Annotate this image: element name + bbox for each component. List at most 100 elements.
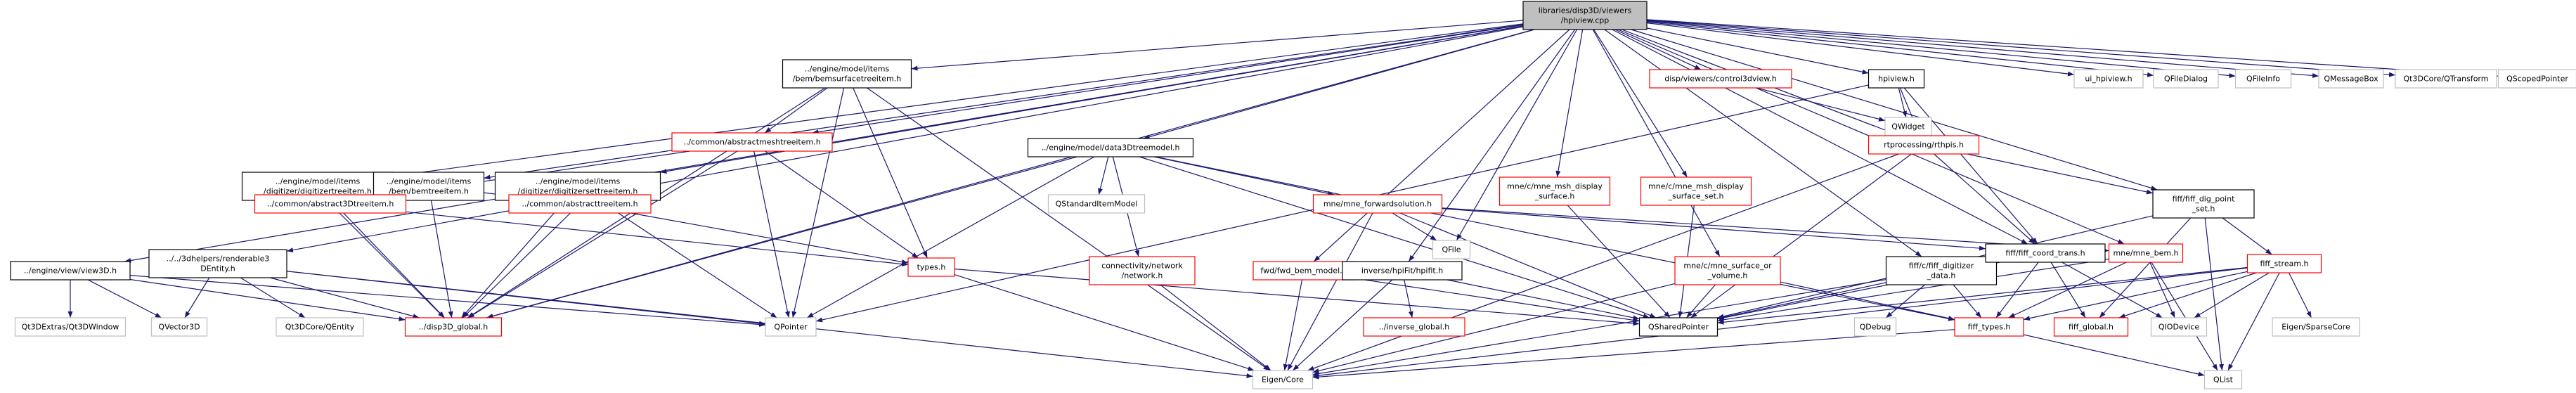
- edge-bemsurfacetreeitem-to-abstractmeshtreeitem: [764, 87, 828, 134]
- node-abstracttreeitem[interactable]: ../common/abstracttreeitem.h: [508, 194, 652, 214]
- node-inverse_global[interactable]: ../inverse_global.h: [1363, 317, 1465, 337]
- node-fiff_coord_trans[interactable]: fiff/fiff_coord_trans.h: [1985, 243, 2106, 263]
- node-bemtreeitem[interactable]: ../engine/model/items/bem/bemtreeitem.h: [373, 172, 485, 201]
- node-label-line: ../engine/model/items: [387, 177, 472, 186]
- node-QFileInfo: QFileInfo: [2234, 69, 2292, 89]
- node-QSharedPointer[interactable]: QSharedPointer: [1638, 317, 1719, 337]
- node-label-line: ui_hpiview.h: [2085, 75, 2132, 84]
- node-label-line: types.h: [917, 263, 946, 272]
- node-label-line: fiff_types.h: [1968, 323, 2011, 332]
- node-fiff_digitizer_data[interactable]: fiff/c/fiff_digitizer_data.h: [1885, 256, 1998, 285]
- node-control3dview[interactable]: disp/viewers/control3dview.h: [1649, 69, 1792, 89]
- edge-fiff_stream-to-QIODevice: [2194, 272, 2270, 318]
- node-mne_bem[interactable]: mne/mne_bem.h: [2108, 243, 2184, 263]
- edge-fiff_types-to-Eigen_Core: [1312, 329, 1955, 380]
- node-label-line: /hpiview.cpp: [1561, 16, 1610, 25]
- node-mne_msh_display_surface_set[interactable]: mne/c/mne_msh_display_surface_set.h: [1640, 176, 1752, 206]
- node-box: [907, 257, 955, 277]
- node-mne_forwardsolution[interactable]: mne/mne_forwardsolution.h: [1312, 194, 1443, 214]
- edge-types_h-to-QSharedPointer: [954, 269, 1640, 326]
- edge-abstract3Dtreeitem-to-types_h: [406, 211, 909, 267]
- node-box: [2497, 69, 2576, 89]
- node-bemsurfacetreeitem[interactable]: ../engine/model/items/bem/bemsurfacetree…: [782, 59, 912, 89]
- node-box: [1047, 194, 1146, 214]
- node-connectivity_network[interactable]: connectivity/network/network.h: [1089, 256, 1196, 285]
- node-box: [1312, 194, 1443, 214]
- node-box: [1432, 240, 1471, 259]
- edge-inverse_hpifit-to-QSharedPointer: [1446, 279, 1640, 321]
- node-box: [2073, 69, 2144, 89]
- edge-fiff_dig_point_set-to-fiff_global: [2099, 217, 2192, 318]
- node-label-line: mne/c/mne_msh_display: [1507, 182, 1603, 191]
- edge-connectivity_network-to-Eigen_Core: [1160, 284, 1271, 371]
- node-label-line: ../../3dhelpers/renderable3: [167, 255, 270, 264]
- edge-abstract3Dtreeitem-to-disp3D_global: [339, 212, 445, 318]
- edge-abstracttreeitem-to-types_h: [630, 212, 909, 264]
- node-label-line: _set.h: [2192, 205, 2215, 214]
- node-fiff_global[interactable]: fiff_global.h: [2053, 317, 2129, 337]
- node-label-line: Qt3DCore/QEntity: [285, 323, 355, 332]
- node-data3Dtreemodel[interactable]: ../engine/model/data3Dtreemodel.h: [1027, 138, 1194, 157]
- node-box: [1853, 317, 1897, 337]
- edge-fiff_coord_trans-to-QIODevice: [2062, 262, 2163, 318]
- node-Eigen_Core: Eigen/Core: [1252, 370, 1314, 389]
- edge-mne_forwardsolution-to-Eigen_Core: [1287, 212, 1373, 371]
- node-inverse_hpifit[interactable]: inverse/hpiFit/hpifit.h: [1342, 261, 1463, 281]
- node-box: [1649, 69, 1792, 89]
- node-fiff_dig_point_set[interactable]: fiff/fiff_dig_point_set.h: [2152, 189, 2255, 219]
- node-mne_msh_display_surface[interactable]: mne/c/mne_msh_display_surface.h: [1499, 176, 1611, 206]
- node-box: [765, 317, 817, 337]
- node-box: [2108, 243, 2184, 263]
- node-label-line: _surface.h: [1534, 192, 1575, 201]
- node-box: [1522, 1, 1648, 30]
- node-QMessageBox: QMessageBox: [2318, 69, 2384, 89]
- node-label-line: QList: [2213, 375, 2234, 385]
- node-box: [2246, 254, 2322, 273]
- edge-data3Dtreemodel-to-mne_forwardsolution: [1153, 156, 1335, 196]
- edge-bemsurfacetreeitem-to-Eigen_Core: [867, 87, 1270, 371]
- node-fwd_bem_model[interactable]: fwd/fwd_bem_model.h: [1253, 261, 1355, 281]
- node-fiff_stream[interactable]: fiff_stream.h: [2246, 254, 2322, 273]
- node-box: [2272, 317, 2360, 337]
- node-label-line: /network.h: [1122, 271, 1163, 281]
- edge-types_h-to-Eigen_Core: [954, 274, 1255, 371]
- edge-fiff_stream-to-fiff_global: [2118, 272, 2257, 318]
- node-QStandardItemModel: QStandardItemModel: [1047, 194, 1146, 214]
- node-label-line: /digitizer/digitizertreeitem.h: [264, 187, 372, 196]
- node-label-line: ../common/abstracttreeitem.h: [522, 200, 637, 209]
- edge-root-to-digitizertreeitem: [393, 23, 1524, 178]
- node-box: [1499, 176, 1611, 206]
- edge-root-to-control3dview: [1614, 29, 1702, 70]
- node-QScopedPointer: QScopedPointer: [2497, 69, 2576, 89]
- node-rtprocessing[interactable]: rtprocessing/rthpis.h: [1868, 135, 1980, 155]
- edge-mne_surface_or_volume-to-Eigen_Core: [1312, 283, 1676, 373]
- edge-fwd_bem_model-to-QSharedPointer: [1354, 278, 1640, 323]
- node-box: [2318, 69, 2384, 89]
- node-box: [2150, 317, 2208, 337]
- edge-fiff_digitizer_data-to-fiff_types: [1953, 284, 1982, 318]
- node-label-line: fiff/fiff_coord_trans.h: [2005, 249, 2085, 258]
- node-hpiview_h[interactable]: hpiview.h: [1868, 69, 1925, 89]
- edge-hpiview_h-to-fiff_coord_trans: [1903, 87, 2038, 245]
- node-mne_surface_or_volume[interactable]: mne/c/mne_surface_or_volume.h: [1674, 256, 1781, 285]
- node-box: [1027, 138, 1194, 157]
- edge-abstracttreeitem-to-disp3D_global: [462, 212, 571, 318]
- node-box: [1252, 370, 1314, 389]
- node-label-line: rtprocessing/rthpis.h: [1884, 141, 1964, 150]
- node-view3D[interactable]: ../engine/view/view3D.h: [10, 261, 131, 281]
- node-label-line: QFile: [1442, 245, 1461, 255]
- node-QIODevice: QIODevice: [2150, 317, 2208, 337]
- node-types_h[interactable]: types.h: [907, 257, 955, 277]
- node-box: [1089, 256, 1196, 285]
- edge-rtprocessing-to-QSharedPointer: [1690, 153, 1912, 318]
- node-abstractmeshtreeitem[interactable]: ../common/abstractmeshtreeitem.h: [671, 132, 833, 152]
- edge-data3Dtreemodel-to-disp3D_global: [486, 156, 1077, 319]
- node-root[interactable]: libraries/disp3D/viewers/hpiview.cpp: [1522, 1, 1648, 30]
- node-fiff_types[interactable]: fiff_types.h: [1954, 317, 2024, 337]
- node-abstract3Dtreeitem[interactable]: ../common/abstract3Dtreeitem.h: [254, 194, 407, 214]
- edge-root-to-abstractmeshtreeitem: [812, 24, 1524, 135]
- edge-root-to-bemsurfacetreeitem: [911, 20, 1524, 71]
- node-disp3D_global[interactable]: ../disp3D_global.h: [404, 317, 503, 337]
- node-box: [2152, 189, 2255, 219]
